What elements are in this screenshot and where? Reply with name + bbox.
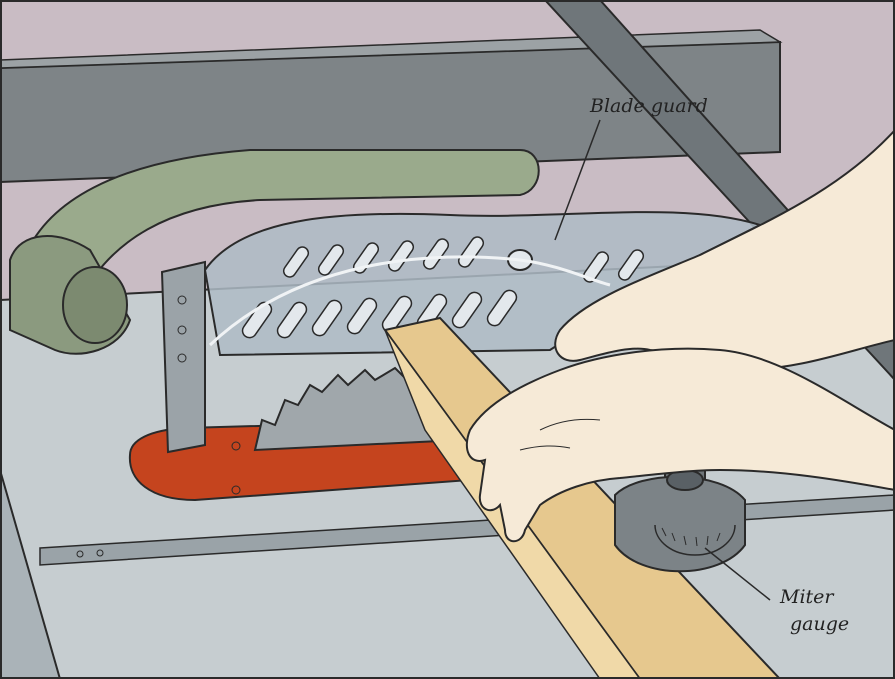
blade-guard-label: Blade guard (589, 95, 708, 117)
miter-gauge-label-line1: Miter (779, 586, 835, 608)
knob-end (63, 267, 127, 343)
miter-gauge-label-line2: gauge (790, 613, 849, 635)
splitter (162, 262, 205, 452)
